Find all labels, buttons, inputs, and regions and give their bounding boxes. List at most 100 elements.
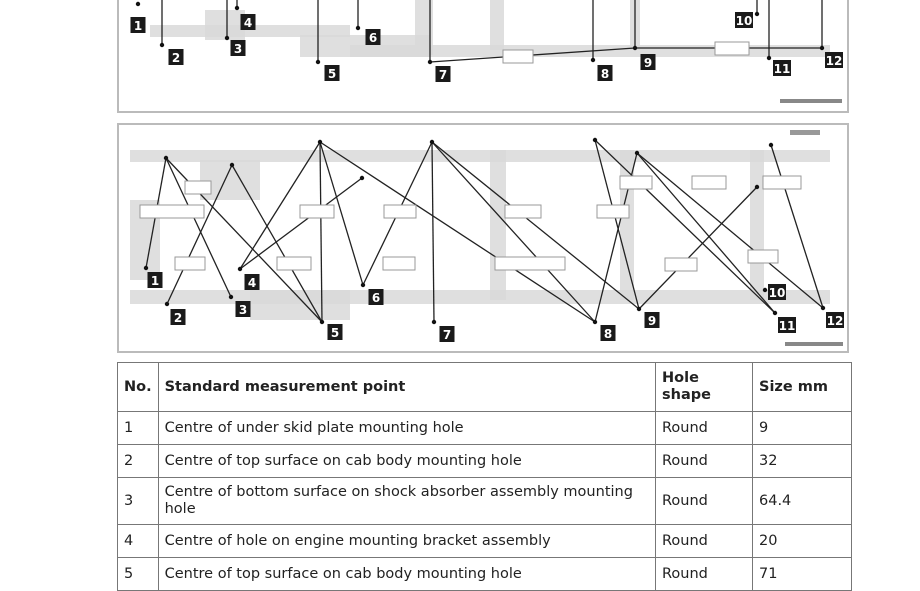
measurement-point-dot bbox=[592, 319, 598, 325]
cell-no: 2 bbox=[117, 444, 159, 478]
dimension-label-box bbox=[504, 204, 542, 219]
leader-line bbox=[594, 139, 776, 314]
cell-size: 71 bbox=[752, 557, 852, 591]
cell-point: Centre of under skid plate mounting hole bbox=[157, 411, 657, 445]
marker-badge bbox=[826, 312, 844, 328]
marker-badge bbox=[439, 326, 455, 342]
leader-line bbox=[231, 164, 323, 323]
measurement-points-table: No. Standard measurement point Hole shap… bbox=[117, 362, 852, 591]
leader-line bbox=[431, 141, 640, 310]
measurement-point-dot bbox=[228, 294, 234, 300]
marker-badge bbox=[640, 54, 656, 70]
marker-badge bbox=[368, 289, 384, 305]
measurement-point-dot bbox=[754, 184, 760, 190]
measurement-point-dot bbox=[636, 306, 642, 312]
cell-shape: Round bbox=[655, 557, 753, 591]
measurement-point-dot bbox=[229, 162, 235, 168]
cell-size: 32 bbox=[752, 444, 852, 478]
frame-member bbox=[130, 150, 830, 162]
measurement-point-dot bbox=[592, 137, 598, 143]
marker-label: 7 bbox=[443, 328, 451, 342]
marker-label: 1 bbox=[151, 274, 159, 288]
header-shape: Hole shape bbox=[655, 362, 753, 412]
frame-member bbox=[750, 150, 764, 300]
marker-label: 8 bbox=[604, 327, 612, 341]
marker-badge bbox=[168, 49, 184, 65]
marker-label: 8 bbox=[601, 67, 609, 81]
measurement-point-dot bbox=[359, 175, 365, 181]
cell-shape: Round bbox=[655, 444, 753, 478]
dimension-label-box bbox=[174, 256, 206, 271]
measurement-point-dot bbox=[632, 45, 638, 51]
cell-point: Centre of hole on engine mounting bracke… bbox=[157, 524, 657, 558]
measurement-point-dot bbox=[355, 25, 361, 31]
measurement-point-dot bbox=[762, 287, 768, 293]
marker-badge bbox=[735, 12, 753, 28]
measurement-point-dot bbox=[429, 139, 435, 145]
leader-line bbox=[239, 177, 363, 270]
dimension-label-box bbox=[494, 256, 566, 271]
marker-badge bbox=[244, 274, 260, 290]
marker-badge bbox=[240, 14, 256, 30]
frame-member bbox=[150, 25, 350, 37]
marker-label: 6 bbox=[369, 31, 377, 45]
measurement-point-dot bbox=[819, 45, 825, 51]
leader-line bbox=[594, 139, 640, 310]
marker-label: 12 bbox=[827, 314, 844, 328]
measurement-point-dot bbox=[135, 1, 141, 7]
header-no: No. bbox=[117, 362, 159, 412]
measurement-point-dot bbox=[159, 42, 165, 48]
cell-no: 5 bbox=[117, 557, 159, 591]
measurement-point-dot bbox=[590, 57, 596, 63]
marker-label: 1 bbox=[134, 19, 142, 33]
marker-badge bbox=[644, 312, 660, 328]
leader-line bbox=[770, 144, 824, 309]
leader-line bbox=[636, 152, 776, 314]
marker-label: 3 bbox=[239, 303, 247, 317]
figure-code bbox=[780, 99, 842, 103]
marker-label: 3 bbox=[234, 42, 242, 56]
leader-line bbox=[431, 141, 435, 323]
marker-badge bbox=[230, 40, 246, 56]
marker-badge bbox=[365, 29, 381, 45]
cell-shape: Round bbox=[655, 524, 753, 558]
cell-no: 3 bbox=[117, 477, 159, 525]
measurement-point-dot bbox=[319, 319, 325, 325]
cell-size: 20 bbox=[752, 524, 852, 558]
marker-label: 2 bbox=[172, 51, 180, 65]
measurement-point-dot bbox=[163, 155, 169, 161]
frame-member bbox=[490, 0, 504, 50]
cell-size: 64.4 bbox=[752, 477, 852, 525]
dimension-label-box bbox=[139, 204, 205, 219]
cell-point: Centre of bottom surface on shock absorb… bbox=[157, 477, 657, 525]
dimension-label-box bbox=[382, 256, 416, 271]
marker-badge bbox=[327, 324, 343, 340]
marker-label: 7 bbox=[439, 68, 447, 82]
dimension-label-box bbox=[691, 175, 727, 190]
marker-label: 10 bbox=[769, 286, 786, 300]
cell-no: 4 bbox=[117, 524, 159, 558]
marker-badge bbox=[324, 65, 340, 81]
marker-label: 9 bbox=[644, 56, 652, 70]
dimension-label-box bbox=[714, 41, 750, 56]
marker-label: 5 bbox=[328, 67, 336, 81]
measurement-point-dot bbox=[427, 59, 433, 65]
dimension-label-box bbox=[664, 257, 698, 272]
leader-line bbox=[319, 141, 596, 323]
frame-member bbox=[130, 290, 830, 304]
leader-line bbox=[431, 141, 596, 323]
dimension-label-box bbox=[383, 204, 417, 219]
measurement-point-dot bbox=[143, 265, 149, 271]
measurement-point-dot bbox=[820, 305, 826, 311]
marker-badge bbox=[435, 66, 451, 82]
dimension-label-box bbox=[502, 49, 534, 64]
table-header-row: No. Standard measurement point Hole shap… bbox=[117, 362, 852, 412]
marker-badge bbox=[773, 60, 791, 76]
measurement-point-dot bbox=[317, 139, 323, 145]
